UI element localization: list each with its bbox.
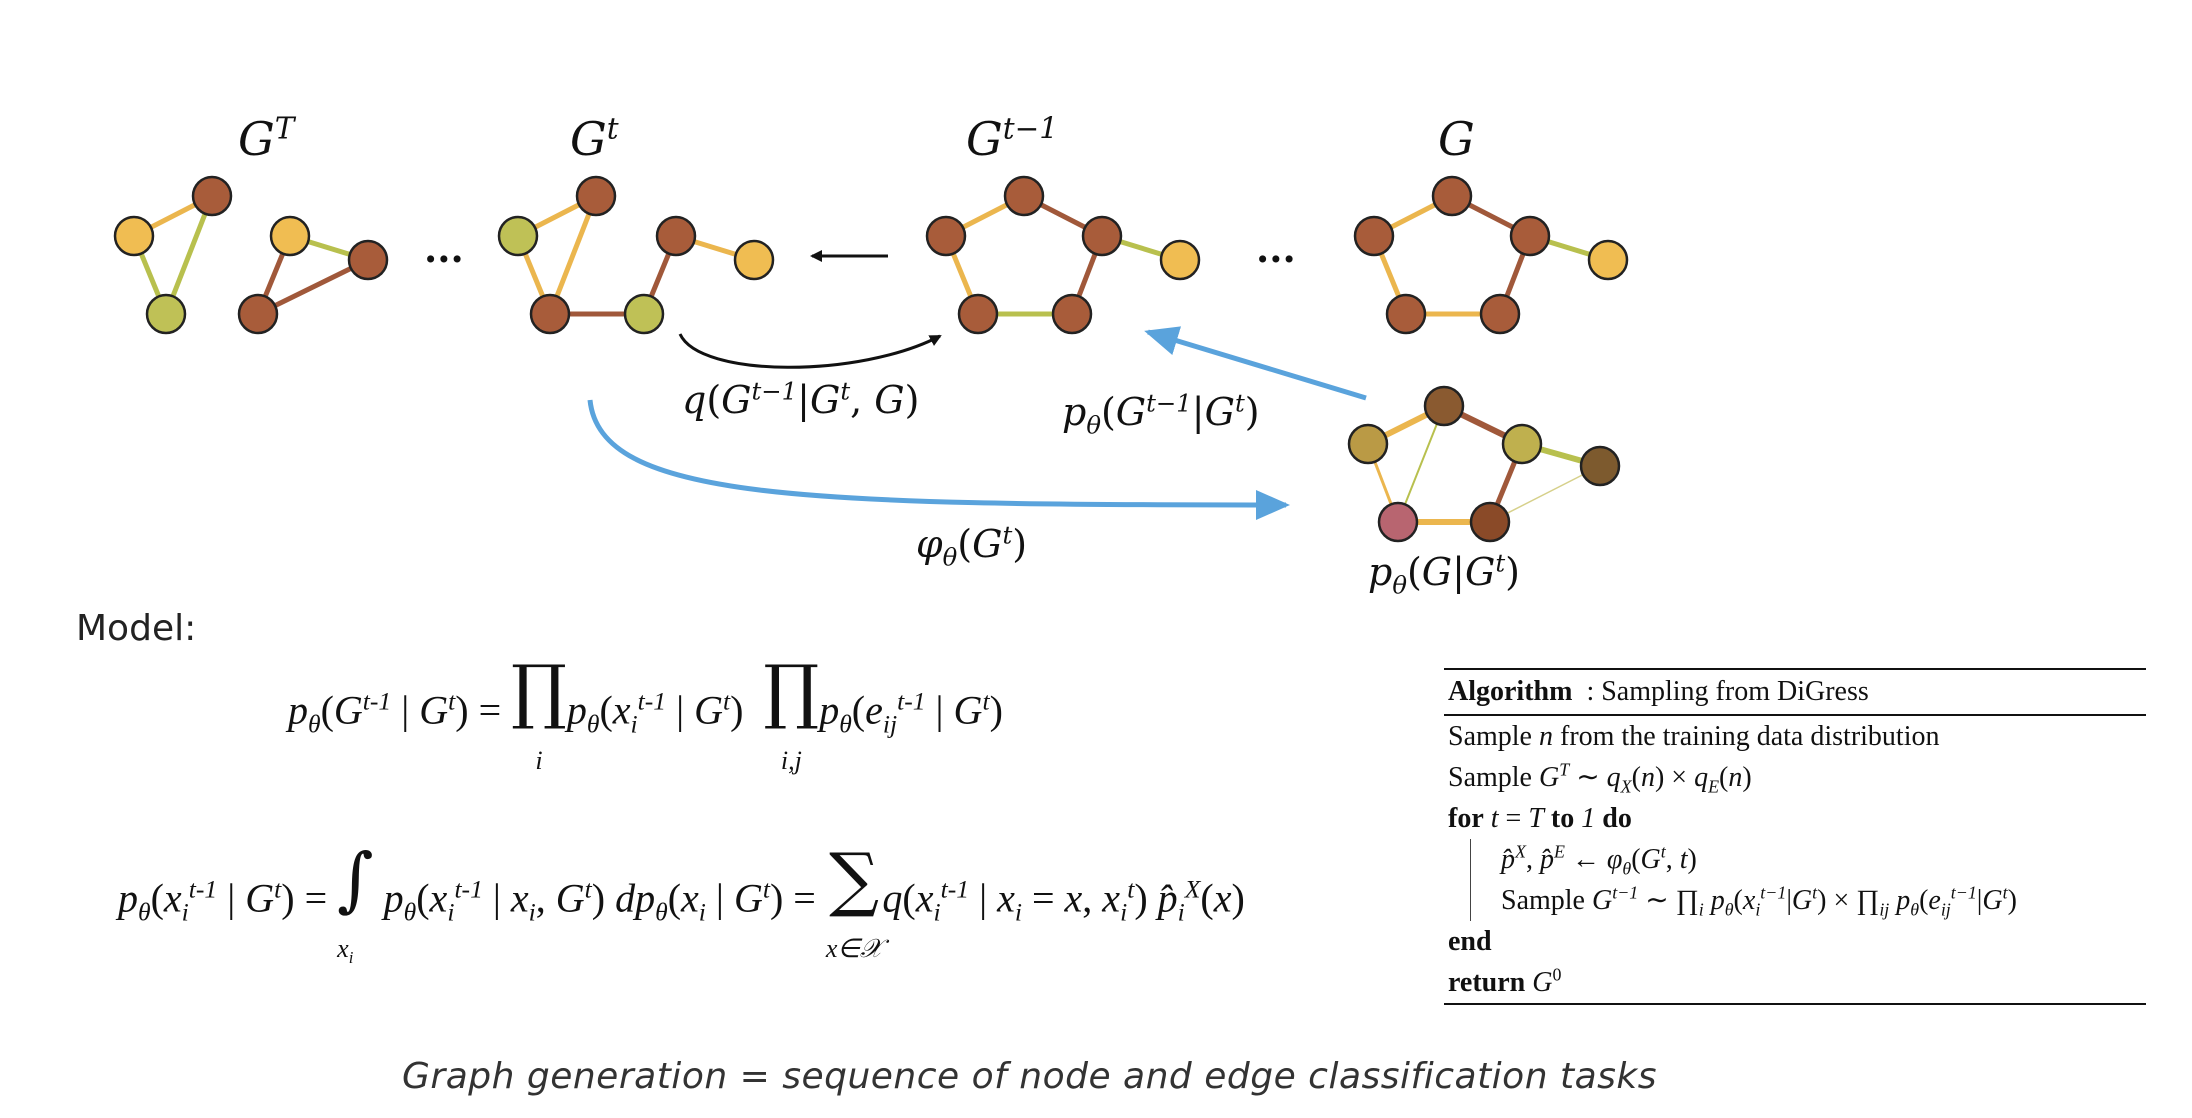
node	[237, 293, 279, 335]
node	[1469, 501, 1511, 543]
graph-g	[1353, 175, 1629, 335]
ellipsis-left: ...	[424, 226, 464, 271]
node	[655, 215, 697, 257]
posterior-arrow	[678, 333, 942, 369]
model-equation-1: pθ(Gt-1 | Gt) = ∏ipθ(xit-1 | Gt) ∏i,jpθ(…	[288, 650, 1003, 775]
algo-line-7: return G0	[1444, 962, 2146, 1005]
algorithm-title-text: : Sampling from DiGress	[1586, 676, 1869, 707]
algo-line-1: Sample n from the training data distribu…	[1448, 721, 1940, 752]
label-gtm1: Gt−1	[966, 111, 1058, 166]
node	[145, 293, 187, 335]
algorithm-keyword: Algorithm	[1448, 676, 1573, 707]
algo-line-5: Sample Gt−1 ∼ ∏i pθ(xit−1|Gt) × ∏ij pθ(e…	[1501, 882, 2017, 920]
label-p-clean: pθ(G|Gt)	[1368, 548, 1520, 600]
node	[1159, 239, 1201, 281]
algorithm-box: Algorithm : Sampling from DiGress Sample…	[1444, 668, 2146, 1005]
graph-gt	[497, 175, 775, 335]
node	[957, 293, 999, 335]
node	[1081, 215, 1123, 257]
algo-line-4: p̂X, p̂E ← φθ(Gt, t)	[1501, 841, 1697, 879]
node	[1501, 423, 1543, 465]
node	[1579, 445, 1621, 487]
algorithm-title: Algorithm : Sampling from DiGress	[1444, 670, 2146, 716]
node	[529, 293, 571, 335]
algo-line-2: Sample GT ∼ qX(n) × qE(n)	[1448, 759, 1752, 797]
algo-line-6: end	[1448, 926, 1492, 957]
caption: Graph generation = sequence of node and …	[402, 1056, 1658, 1097]
ellipsis-right: ...	[1256, 226, 1296, 271]
model-title: Model:	[76, 608, 197, 649]
graph-gT	[113, 175, 389, 335]
node	[1423, 385, 1465, 427]
node	[1347, 423, 1389, 465]
node	[1385, 293, 1427, 335]
node	[733, 239, 775, 281]
node	[347, 239, 389, 281]
node	[623, 293, 665, 335]
graph-gtm1	[925, 175, 1201, 335]
node	[925, 215, 967, 257]
node	[1479, 293, 1521, 335]
node	[497, 215, 539, 257]
label-gT: GT	[238, 111, 295, 166]
node	[1509, 215, 1551, 257]
algo-line-3: for t = T to 1 do	[1448, 803, 1632, 834]
node	[113, 215, 155, 257]
node	[1377, 501, 1419, 543]
node	[1353, 215, 1395, 257]
node	[1431, 175, 1473, 217]
graph-predicted	[1347, 385, 1621, 543]
node	[1003, 175, 1045, 217]
label-gt: Gt	[570, 111, 619, 166]
label-p-reverse: pθ(Gt−1|Gt)	[1062, 388, 1260, 440]
node	[191, 175, 233, 217]
label-q-posterior: q(Gt−1|Gt, G)	[682, 376, 920, 422]
model-equation-2: pθ(xit-1 | Gt) = ∫xi pθ(xit-1 | xi, Gt) …	[118, 838, 1245, 968]
node	[575, 175, 617, 217]
p-reverse-arrow	[1144, 326, 1367, 401]
node	[1587, 239, 1629, 281]
label-phi: φθ(Gt)	[916, 520, 1028, 572]
label-g: G	[1438, 112, 1475, 166]
node	[269, 215, 311, 257]
phi-arrow	[587, 399, 1290, 520]
node	[1051, 293, 1093, 335]
